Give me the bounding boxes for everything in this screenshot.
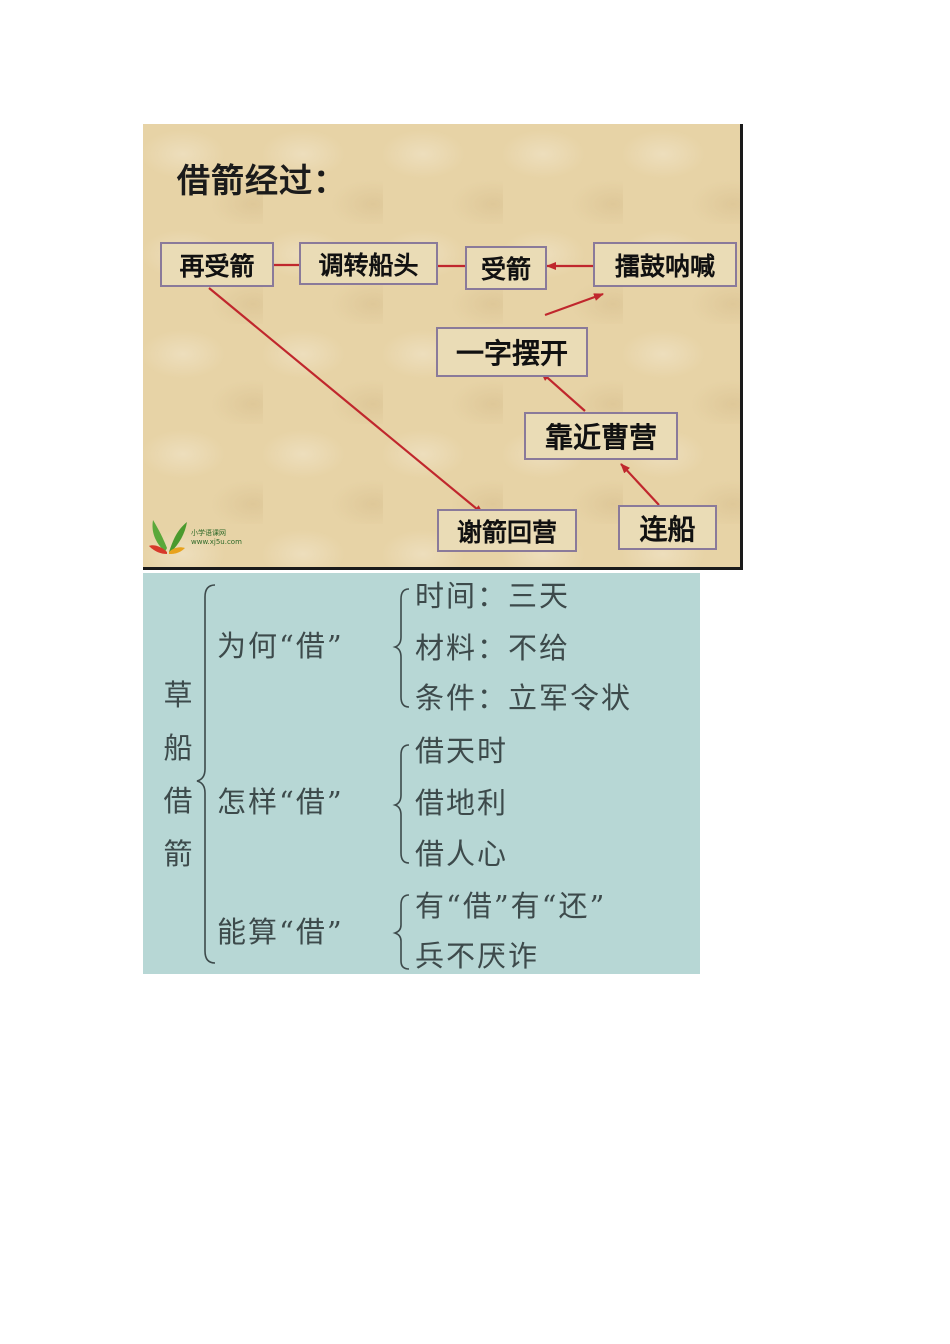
section-heading-2: 怎样“借” [217,785,344,819]
flow-title: 借箭经过： [177,161,347,200]
logo-name: 小学语课网 [191,529,226,537]
item-bing-bu-yan-zha: 兵不厌诈 [415,939,540,973]
item-jie-huan: 有“借”有“还” [415,889,607,923]
item-tian-shi: 借天时 [415,734,509,768]
node-xie-jian-hui-ying: 谢箭回营 [437,509,577,552]
flow-arrows [208,261,660,515]
root-brace [196,584,216,964]
item-di-li: 借地利 [415,786,509,820]
section-brace-3 [392,894,410,970]
site-logo: 小学语课网 www.xj5u.com [147,512,277,562]
flow-slide: 借箭经过： 再受箭 调转船头 受箭 擂鼓呐喊 一字摆开 靠近曹营 谢箭回营 连船 [143,124,743,570]
arrow-zaishou-to-xiejian [208,287,484,515]
node-lei-gu-na-han: 擂鼓呐喊 [593,242,737,287]
node-kao-jin-cao-ying: 靠近曹营 [524,412,678,460]
section-heading-1: 为何“借” [217,629,344,663]
section-brace-1 [392,588,410,708]
arrow-yizi-to-leigu [544,292,604,317]
node-yi-zi-bai-kai: 一字摆开 [436,327,588,377]
node-lian-chuan: 连船 [618,505,717,550]
outline-panel: 草船借箭 为何“借” 怎样“借” 能算“借” 时间：三天 材料：不给 条件：立军… [143,573,700,974]
node-zai-shou-jian: 再受箭 [160,242,274,287]
item-ren-xin: 借人心 [415,837,509,871]
section-heading-3: 能算“借” [217,915,344,949]
section-brace-2 [392,744,410,864]
outline-braces [196,584,410,970]
item-time: 时间：三天 [415,579,571,613]
node-tiao-zhuan-chuan-tou: 调转船头 [299,242,438,285]
item-condition: 条件：立军令状 [415,681,633,715]
arrow-kaojin-to-yizi [540,371,586,412]
logo-url: www.xj5u.com [191,538,242,546]
node-shou-jian: 受箭 [465,246,547,290]
item-material: 材料：不给 [415,631,571,665]
arrow-lianchuan-to-kaojin [620,463,660,506]
leaf-icon [149,520,187,554]
outline-root: 草船借箭 [163,678,193,871]
